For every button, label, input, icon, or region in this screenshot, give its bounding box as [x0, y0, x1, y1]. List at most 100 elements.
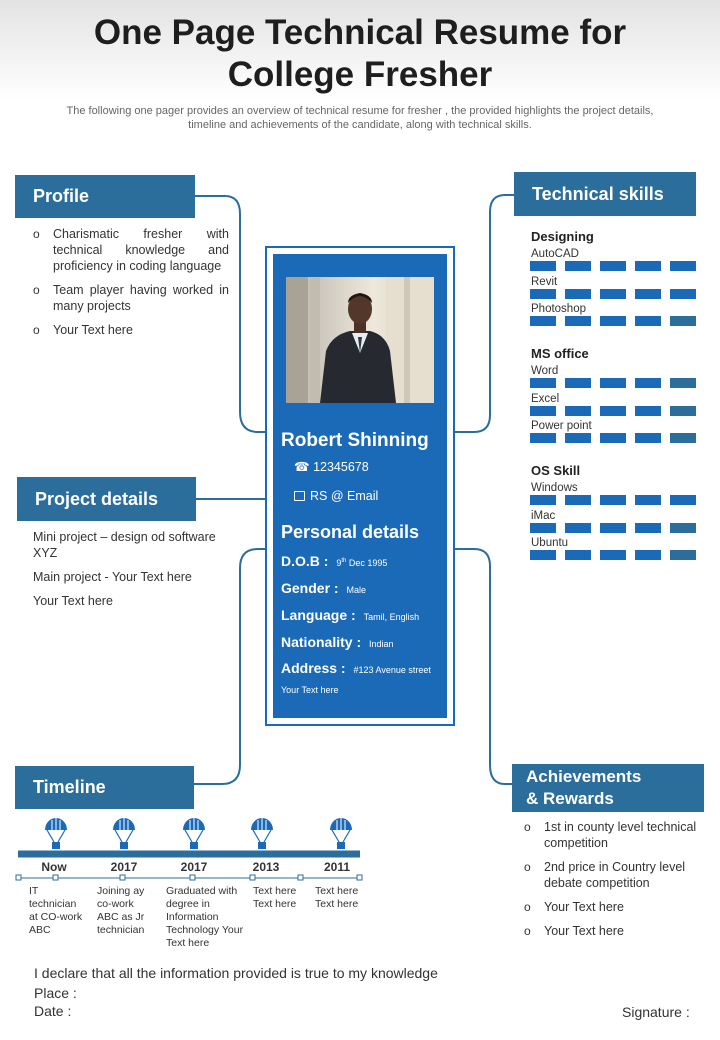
skill-bar-segment: [635, 406, 661, 416]
skill-bars: [530, 495, 696, 505]
timeline-marker: [189, 874, 196, 881]
skill-bars: [530, 406, 696, 416]
timeline-heading-text: Timeline: [33, 777, 106, 797]
timeline-desc: Text here Text here: [253, 885, 297, 910]
language-row: Language : Tamil, English: [281, 607, 419, 623]
skill-bar-segment: [670, 378, 696, 388]
timeline-marker: [356, 874, 363, 881]
skill-name: Power point: [531, 420, 592, 432]
balloon-icon: [330, 818, 352, 849]
nationality-value: Indian: [369, 639, 394, 649]
email-row: RS @ Email: [294, 489, 378, 503]
subtitle-line-1: The following one pager provides an over…: [66, 105, 654, 117]
signature-label: Signature :: [622, 1004, 690, 1020]
skill-bar-segment: [635, 523, 661, 533]
achievements-heading: Achievements & Rewards: [512, 764, 704, 812]
timeline-desc: Graduated with degree in Information Tec…: [166, 885, 244, 949]
dob-suffix: th: [341, 558, 347, 564]
balloon-icon: [113, 818, 135, 849]
timeline-graphic: [15, 818, 363, 881]
place-label: Place :: [34, 985, 77, 1001]
connector-skills: [455, 194, 514, 433]
skill-bar-segment: [565, 433, 591, 443]
skills-heading: Technical skills: [514, 172, 696, 216]
phone-number: 12345678: [313, 460, 369, 474]
nationality-row: Nationality : Indian: [281, 634, 394, 650]
skill-bar-segment: [670, 406, 696, 416]
skill-bar-segment: [530, 378, 556, 388]
skill-bar-segment: [530, 550, 556, 560]
skill-group-title: Designing: [531, 229, 594, 244]
skill-name: Windows: [531, 482, 578, 494]
title-line-1: One Page Technical Resume for: [93, 13, 627, 52]
date-label: Date :: [34, 1003, 72, 1019]
skill-bar-segment: [670, 523, 696, 533]
skill-bar-segment: [600, 378, 626, 388]
skill-bar-segment: [530, 289, 556, 299]
skill-bar-segment: [670, 316, 696, 326]
skill-bars: [530, 261, 696, 271]
skill-bar-segment: [635, 433, 661, 443]
balloon-icon: [45, 818, 67, 849]
skill-bar-segment: [565, 261, 591, 271]
skill-bars: [530, 523, 696, 533]
declaration-text: I declare that all the information provi…: [34, 965, 438, 981]
language-label: Language :: [281, 607, 356, 623]
connector-profile: [195, 195, 266, 433]
skill-name: iMac: [531, 510, 556, 522]
skill-bar-segment: [670, 261, 696, 271]
timeline-heading: Timeline: [15, 766, 194, 809]
profile-heading: Profile: [15, 175, 195, 218]
skill-group-title: MS office: [531, 346, 589, 361]
skill-bar-segment: [670, 433, 696, 443]
skill-name: Photoshop: [531, 303, 586, 315]
dob-rest: Dec 1995: [348, 558, 388, 568]
timeline-marker: [297, 874, 304, 881]
timeline-year: Now: [41, 860, 67, 874]
skill-bar-segment: [600, 550, 626, 560]
skill-bar-segment: [600, 289, 626, 299]
page-title: One Page Technical Resume for College Fr…: [20, 12, 700, 96]
timeline-desc: Text here Text here: [315, 885, 359, 910]
dob-label: D.O.B :: [281, 553, 329, 569]
skill-bar-segment: [600, 406, 626, 416]
balloon-icon: [251, 818, 273, 849]
candidate-name: Robert Shinning: [281, 430, 429, 451]
project-heading-text: Project details: [35, 488, 159, 509]
timeline-year: 2013: [252, 860, 280, 874]
page-subtitle: The following one pager provides an over…: [20, 104, 700, 132]
list-item: Team player having worked in many projec…: [33, 282, 229, 314]
list-item: 1st in county level technical competitio…: [524, 819, 704, 851]
achievements-heading-text: Achievements & Rewards: [526, 766, 641, 810]
skill-name: Ubuntu: [531, 537, 569, 549]
email-text: RS @ Email: [310, 489, 379, 503]
header-band: [0, 0, 720, 100]
project-heading: Project details: [17, 477, 196, 521]
list-item: Charismatic fresher with technical knowl…: [33, 226, 229, 274]
skill-bar-segment: [635, 495, 661, 505]
skill-bar-segment: [600, 433, 626, 443]
dob-day: 9: [336, 558, 342, 568]
skill-bar-segment: [635, 378, 661, 388]
list-item: 2nd price in Country level debate compet…: [524, 859, 704, 891]
phone-row: ☎ 12345678: [294, 459, 369, 474]
address-label: Address :: [281, 660, 346, 676]
personal-details-title: Personal details: [281, 522, 420, 542]
skill-name: Word: [531, 365, 559, 377]
address-value: #123 Avenue street: [353, 665, 431, 675]
skill-bar-segment: [635, 316, 661, 326]
skill-bar-segment: [530, 406, 556, 416]
timeline-marker: [249, 874, 256, 881]
contact-card-icon: [294, 491, 305, 501]
dob-value: 9th Dec 1995: [336, 558, 387, 568]
balloon-icon: [183, 818, 205, 849]
profile-heading-text: Profile: [33, 186, 90, 206]
timeline-year: 2011: [323, 860, 351, 874]
timeline-desc: IT technician at CO-work ABC: [29, 885, 83, 936]
skill-bar-segment: [670, 550, 696, 560]
skill-bar-segment: [565, 550, 591, 560]
subtitle-line-2: timeline and achievements of the candida…: [188, 119, 532, 131]
skill-bar-segment: [600, 316, 626, 326]
connector-achievements: [455, 548, 512, 785]
